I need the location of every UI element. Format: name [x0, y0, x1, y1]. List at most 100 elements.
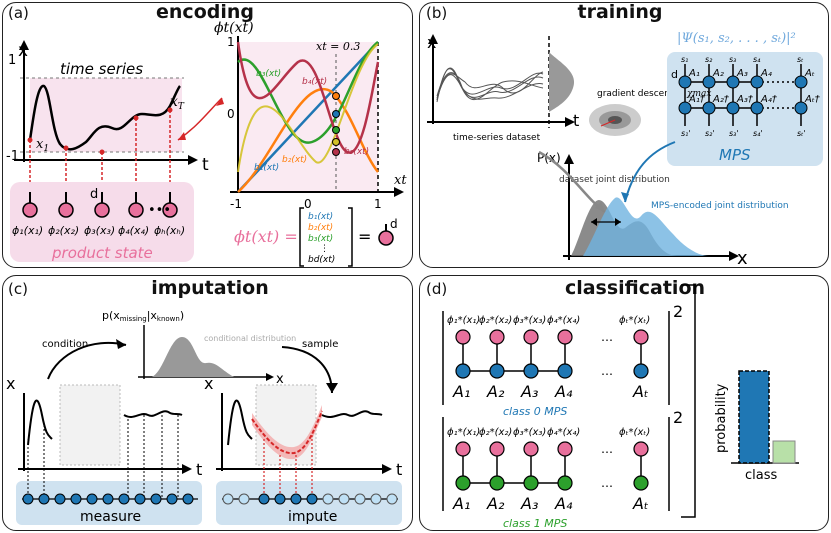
d-dots-1b: …	[601, 476, 613, 490]
b-axis-x: x	[427, 33, 436, 52]
a-tick-1: 1	[8, 53, 16, 68]
d-A1-2: A₂	[486, 494, 505, 513]
panel-a-title: encoding	[156, 1, 254, 23]
d-A0-1: A₁	[452, 382, 470, 401]
d-xlabel: class	[745, 468, 777, 483]
c-axis-t-left: t	[196, 460, 202, 479]
a-axis-x: x	[18, 41, 28, 61]
d-phi1-2: ϕ₂*(x₂)	[479, 427, 512, 438]
d-A0-T: Aₜ	[632, 382, 649, 401]
d-phi1-T: ϕₜ*(xₜ)	[619, 427, 650, 438]
c-axis-x-right: x	[204, 374, 213, 393]
a-b4: b₄(xt)	[302, 77, 327, 87]
b-bot-A3: A₃†	[736, 94, 754, 105]
b-bot-A2: A₂†	[712, 94, 730, 105]
c-measure: measure	[80, 509, 141, 525]
d-class0: class 0 MPS	[503, 405, 567, 418]
b-top-s1: s₁	[681, 55, 688, 64]
d-A1-3: A₃	[520, 494, 538, 513]
b-top-A2: A₂	[712, 68, 724, 79]
b-top-A1: A₁	[688, 68, 700, 79]
b-mps-joint-label: MPS-encoded joint distribution	[651, 201, 789, 211]
a-basis-xt: xt = 0.3	[316, 40, 360, 53]
d-A0-3: A₃	[520, 382, 538, 401]
a-vec-d: bd(xt)	[308, 255, 335, 265]
a-xT: xT	[170, 94, 185, 112]
a-basis-ylabel: ϕt(xt)	[214, 20, 254, 36]
b-top-s4: s₄	[753, 55, 761, 64]
c-condition: condition	[42, 339, 88, 350]
a-b3: b₃(xt)	[256, 69, 281, 79]
d-bar-1	[772, 440, 796, 464]
a-b1: b₁(xt)	[254, 163, 279, 173]
b-axis-t: t	[573, 111, 579, 130]
d-phi0-T: ϕₜ*(xₜ)	[619, 315, 650, 326]
a-basis-tick-1: 1	[374, 197, 382, 211]
a-vec-3: b₃(xt)	[308, 234, 333, 244]
d-power-1: 2	[673, 408, 683, 427]
b-bot-A4: A₄†	[760, 94, 778, 105]
a-series-label: time series	[60, 60, 143, 78]
a-product-state: product state	[51, 244, 153, 262]
a-vec-1: b₁(xt)	[308, 212, 333, 222]
c-p-xaxis: x	[276, 372, 284, 387]
panel-a-label: (a)	[8, 4, 29, 22]
c-axis-t-right: t	[396, 460, 402, 479]
b-top-sT: sₜ	[797, 55, 804, 64]
a-dots: •••	[148, 203, 171, 218]
b-top-s2: s₂	[705, 55, 713, 64]
a-basis-ytick-0: 0	[227, 107, 235, 121]
d-phi0-1: ϕ₁*(x₁)	[447, 315, 480, 326]
b-bot-s1: s₁'	[681, 129, 691, 138]
d-A0-2: A₂	[486, 382, 505, 401]
d-phi0-4: ϕ₄*(x₄)	[547, 315, 580, 326]
a-basis-ytick-1: 1	[227, 35, 235, 49]
a-phi-1: ϕ₁(x₁)	[12, 224, 43, 237]
b-top-s3: s₃	[729, 55, 736, 64]
a-vec-2: b₂(xt)	[308, 223, 333, 233]
d-class1: class 1 MPS	[503, 517, 567, 530]
a-phi-2: ϕ₂(x₂)	[48, 224, 79, 237]
a-d-label2: d	[390, 217, 398, 231]
c-p-label: p(xmissing|xknown)	[102, 309, 184, 323]
b-mps-label: MPS	[719, 146, 751, 164]
panel-b-label: (b)	[426, 4, 448, 22]
a-x1: x1	[36, 137, 49, 154]
b-bot-s2: s₂'	[705, 129, 715, 138]
b-chi-label: χmax	[686, 89, 711, 99]
panel-d-graphic: 2 ϕ₁*(x₁) ϕ₂*(x₂) ϕ₃*(x₃) ϕ₄*(x₄) ϕₜ*(xₜ…	[442, 284, 799, 530]
panel-c-title: imputation	[151, 277, 269, 299]
a-axis-t: t	[202, 155, 209, 175]
d-power-0: 2	[673, 302, 683, 321]
b-gradient-label: gradient descent	[597, 89, 674, 99]
b-bot-s3: s₃'	[729, 129, 739, 138]
c-impute: impute	[288, 509, 337, 525]
a-vec-dots: ⋮	[320, 244, 329, 254]
b-dataset-label: time-series dataset	[453, 133, 541, 143]
d-A1-1: A₁	[452, 494, 470, 513]
b-joint-label: dataset joint distribution	[559, 175, 670, 185]
b-top-A4: A₄	[760, 68, 772, 79]
panel-c-graphic: p(xmissing|xknown) x conditional distrib…	[6, 309, 402, 525]
d-dots-0: …	[601, 330, 613, 344]
panel-a-graphic: x t 1 -1 time series x1 xT d ••• ϕ₁(x₁) …	[6, 20, 407, 267]
panel-b-title: training	[577, 1, 663, 23]
panel-d-label: (d)	[426, 280, 448, 298]
a-b5: b₅(xt)	[344, 147, 369, 157]
a-eq: =	[358, 227, 371, 246]
b-psi-label: |Ψ(s₁, s₂, . . . , sₜ)|²	[677, 31, 796, 46]
panel-c-label: (c)	[8, 280, 28, 298]
a-phi-3: ϕ₃(x₃)	[84, 224, 115, 237]
b-top-A3: A₃	[736, 68, 748, 79]
a-basis-xlabel: xt	[394, 173, 407, 188]
d-phi1-1: ϕ₁*(x₁)	[447, 427, 480, 438]
c-cond-dist: conditional distribution	[204, 334, 296, 343]
a-phi-4: ϕ₄(x₄)	[118, 224, 149, 237]
d-bar-0	[738, 370, 770, 464]
d-phi1-3: ϕ₃*(x₃)	[513, 427, 546, 438]
d-A0-4: A₄	[554, 382, 573, 401]
a-d-label: d	[90, 187, 98, 202]
b-bot-A1: A₁†	[688, 94, 706, 105]
a-tick-m1: -1	[6, 149, 19, 164]
a-basis-tick-0: 0	[304, 197, 312, 211]
